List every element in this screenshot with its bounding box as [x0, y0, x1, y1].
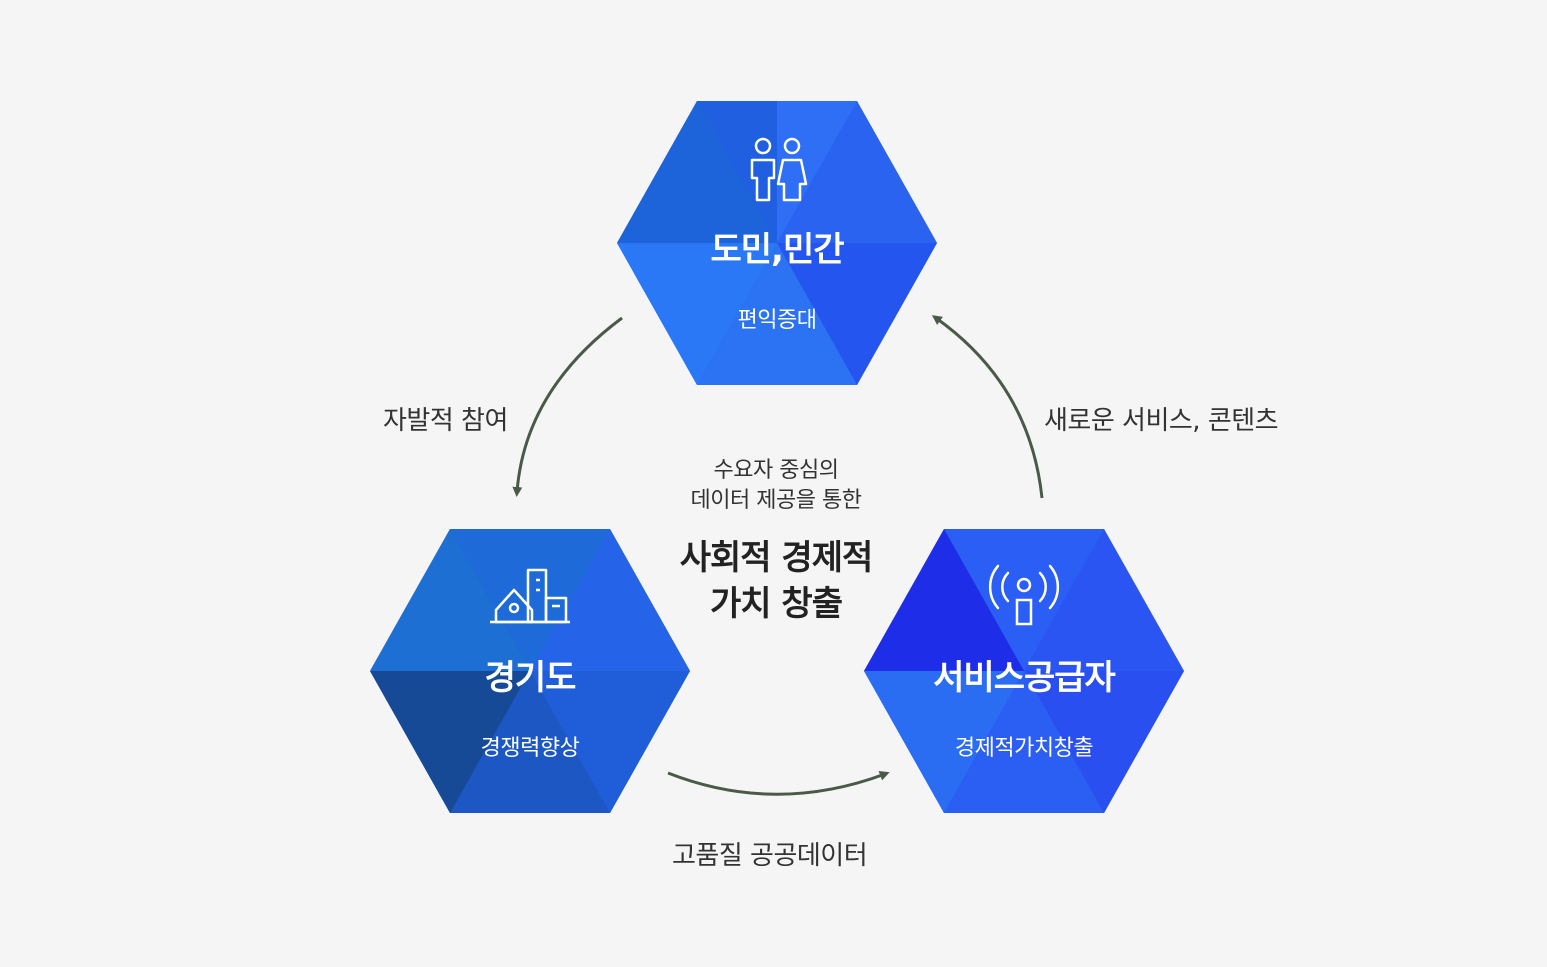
gyeonggi-subtitle: 경쟁력향상 [480, 736, 580, 761]
provider-subtitle: 경제적가치창출 [954, 736, 1094, 761]
edge-label-new-services: 새로운 서비스, 콘텐츠 [1044, 406, 1279, 436]
center-line-1: 수요자 중심의 [713, 458, 839, 483]
edge-label-public-data: 고품질 공공데이터 [672, 841, 868, 871]
hex-provider [864, 529, 1184, 813]
arrow-provider-to-citizen [931, 315, 1044, 499]
broadcast-icon [988, 564, 1060, 626]
center-line-2: 데이터 제공을 통한 [690, 488, 862, 513]
provider-title: 서비스공급자 [933, 658, 1116, 698]
center-line-4: 가치 창출 [710, 584, 843, 624]
hex-citizen [617, 101, 937, 385]
gyeonggi-title: 경기도 [484, 658, 577, 698]
arrow-gyeonggi-to-provider [667, 771, 890, 796]
hex-gyeonggi [370, 529, 690, 813]
people-icon [750, 137, 808, 202]
citizen-subtitle: 편익증대 [737, 308, 817, 333]
citizen-title: 도민,민간 [710, 230, 844, 270]
arrow-citizen-to-gyeonggi [512, 316, 623, 497]
edge-label-participation: 자발적 참여 [383, 406, 508, 436]
center-line-3: 사회적 경제적 [679, 538, 874, 578]
buildings-icon [490, 568, 570, 624]
